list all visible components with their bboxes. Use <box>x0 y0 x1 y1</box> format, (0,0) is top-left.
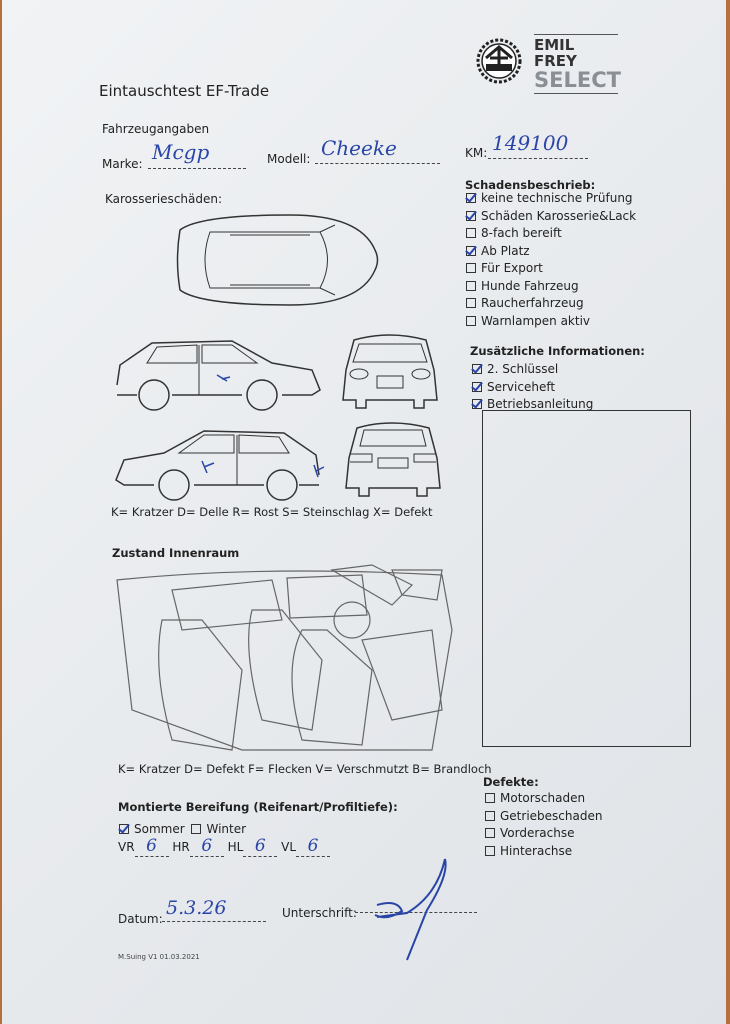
interior-legend: K= Kratzer D= Defekt F= Flecken V= Versc… <box>118 762 492 776</box>
checkbox-fuer-export[interactable]: Für Export <box>466 260 636 278</box>
tires-heading: Montierte Bereifung (Reifenart/Profiltie… <box>118 800 398 814</box>
defects-list: Motorschaden Getriebeschaden Vorderachse… <box>485 790 602 860</box>
car-rear-view-diagram <box>345 422 441 497</box>
checkbox-raucherfahrzeug[interactable]: Raucherfahrzeug <box>466 295 636 313</box>
interior-diagram <box>116 564 453 751</box>
checkbox-2-schluessel[interactable]: 2. Schlüssel <box>472 361 593 379</box>
date-field[interactable]: 5.3.26 <box>162 897 266 922</box>
damage-description-list: keine technische Prüfung Schäden Karosse… <box>466 190 636 330</box>
interior-heading: Zustand Innenraum <box>112 546 240 560</box>
vl-field[interactable]: 6 <box>296 836 331 857</box>
hr-field[interactable]: 6 <box>189 836 224 857</box>
checkbox-warnlampen-aktiv[interactable]: Warnlampen aktiv <box>466 313 636 331</box>
hl-field[interactable]: 6 <box>243 836 278 857</box>
car-side-view-left-diagram <box>115 430 325 501</box>
checkbox-serviceheft[interactable]: Serviceheft <box>472 379 593 397</box>
model-field[interactable]: Cheeke <box>315 136 440 164</box>
checkbox-8-fach-bereift[interactable]: 8-fach bereift <box>466 225 636 243</box>
km-field[interactable]: 149100 <box>488 131 588 159</box>
car-front-view-diagram <box>342 334 438 409</box>
checkbox-hinterachse[interactable]: Hinterachse <box>485 843 602 861</box>
tire-type-options: Sommer Winter <box>119 822 246 836</box>
checkbox-keine-technische-pruefung[interactable]: keine technische Prüfung <box>466 190 636 208</box>
date-label: Datum: <box>118 912 163 926</box>
model-label: Modell: <box>267 152 311 166</box>
checkbox-winter[interactable]: Winter <box>188 822 246 836</box>
additional-info-list: 2. Schlüssel Serviceheft Betriebsanleitu… <box>472 361 593 414</box>
checkbox-hunde-fahrzeug[interactable]: Hunde Fahrzeug <box>466 278 636 296</box>
km-label: KM: <box>465 146 488 160</box>
body-damage-heading: Karosserieschäden: <box>105 192 223 206</box>
make-field[interactable]: Mcgp <box>148 140 246 169</box>
additional-info-heading: Zusätzliche Informationen: <box>470 344 645 358</box>
defects-heading: Defekte: <box>483 775 539 789</box>
damage-description-heading: Schadensbeschrieb: <box>465 178 596 192</box>
checkbox-betriebsanleitung[interactable]: Betriebsanleitung <box>472 396 593 414</box>
checkbox-getriebeschaden[interactable]: Getriebeschaden <box>485 808 602 826</box>
make-label: Marke: <box>102 157 143 171</box>
checkbox-vorderachse[interactable]: Vorderachse <box>485 825 602 843</box>
page-title: Eintauschtest EF-Trade <box>99 82 270 100</box>
footer-version: M.Suing V1 01.03.2021 <box>118 953 200 961</box>
checkbox-sommer[interactable]: Sommer <box>119 822 185 836</box>
signature-field[interactable] <box>355 896 477 913</box>
checkbox-schaeden-karosserie-lack[interactable]: Schäden Karosserie&Lack <box>466 208 636 226</box>
checkbox-motorschaden[interactable]: Motorschaden <box>485 790 602 808</box>
checkbox-ab-platz[interactable]: Ab Platz <box>466 243 636 261</box>
car-side-view-right-diagram <box>116 340 321 411</box>
signature-label: Unterschrift: <box>282 906 357 920</box>
brand-name: EMIL FREY SELECT <box>534 34 621 94</box>
emil-frey-logo-icon <box>476 38 522 84</box>
vehicle-heading: Fahrzeugangaben <box>102 122 210 136</box>
body-damage-legend: K= Kratzer D= Delle R= Rost S= Steinschl… <box>111 505 433 519</box>
notes-box[interactable] <box>482 410 691 747</box>
car-top-view-diagram <box>176 214 379 306</box>
handwritten-signature <box>374 858 447 961</box>
vr-field[interactable]: 6 <box>134 836 169 857</box>
